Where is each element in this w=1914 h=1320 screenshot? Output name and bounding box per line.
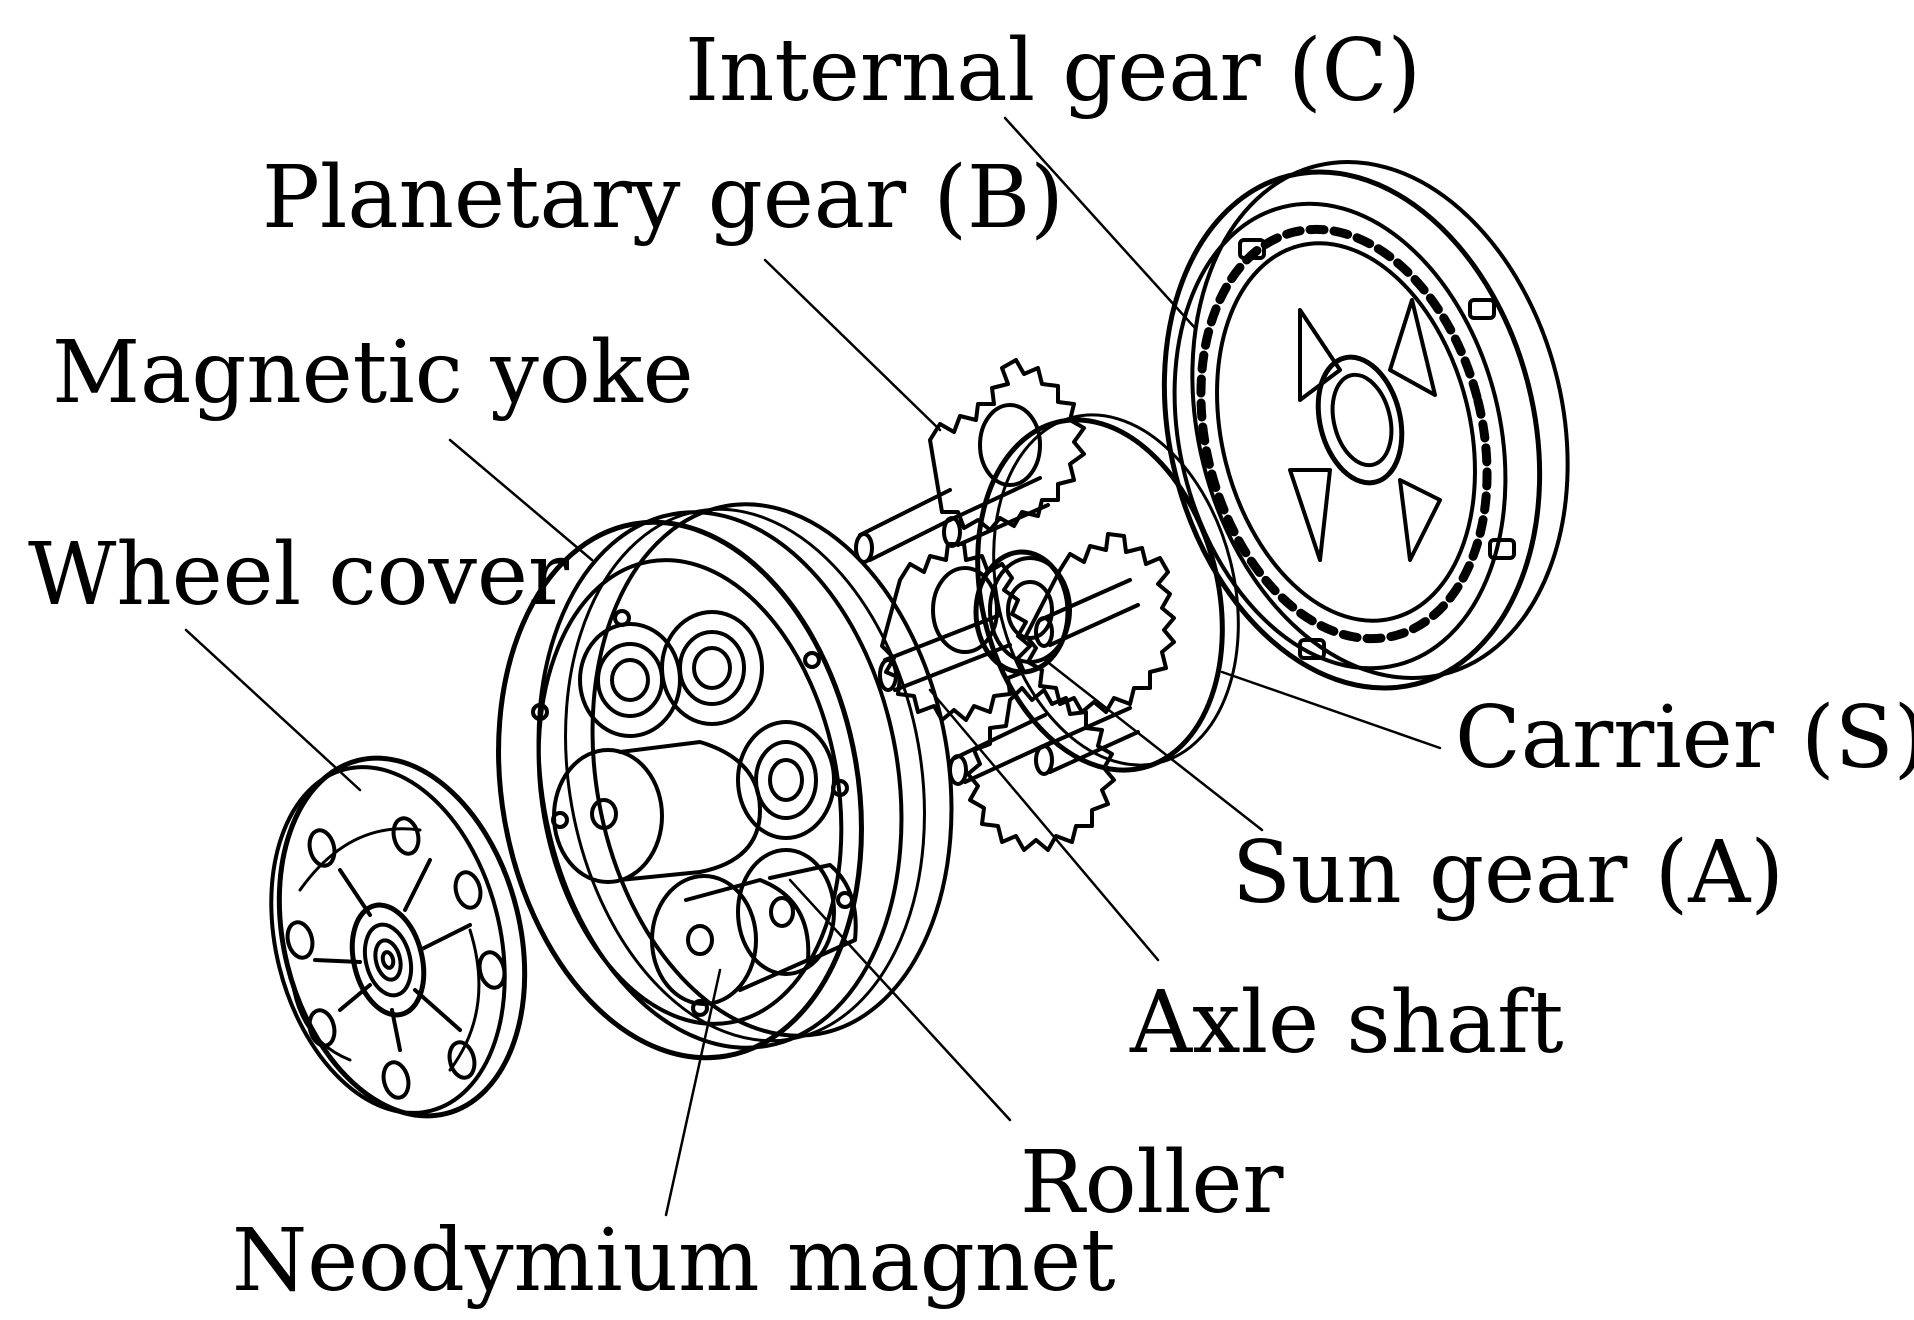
label-magnetic-yoke: Magnetic yoke xyxy=(52,323,694,423)
wheel-cover xyxy=(269,755,528,1119)
planetary-gears xyxy=(880,358,1176,852)
neodymium-magnet xyxy=(552,740,762,884)
planetary-gear-right xyxy=(1024,532,1176,714)
internal-gear xyxy=(1161,159,1570,691)
label-sun-gear: Sun gear (A) xyxy=(1232,823,1784,923)
roller-bottom-right xyxy=(736,848,858,976)
leader-planetary-gear xyxy=(763,258,942,432)
label-roller: Roller xyxy=(1020,1133,1284,1233)
label-internal-gear: Internal gear (C) xyxy=(685,21,1421,121)
leader-axle-shaft xyxy=(928,688,1160,962)
label-wheel-cover: Wheel cover xyxy=(28,525,569,625)
label-axle-shaft: Axle shaft xyxy=(1130,973,1564,1073)
leader-magnetic-yoke xyxy=(448,438,594,562)
sun-gear xyxy=(973,549,1071,675)
leader-wheel-cover xyxy=(184,628,362,792)
label-neodymium-magnet: Neodymium magnet xyxy=(232,1211,1116,1311)
label-carrier: Carrier (S) xyxy=(1455,688,1914,788)
leader-sun-gear xyxy=(1043,658,1264,832)
leader-internal-gear xyxy=(1003,116,1197,330)
magnetic-yoke xyxy=(496,502,954,1061)
planetary-gear-top xyxy=(928,358,1086,532)
planetary-gear-left xyxy=(880,542,1032,722)
label-planetary-gear: Planetary gear (B) xyxy=(262,148,1064,248)
leader-lines xyxy=(184,116,1442,1217)
roller-mid-right xyxy=(736,720,836,840)
roller-bottom-left xyxy=(650,874,811,1006)
leader-neodymium-magnet xyxy=(664,968,722,1217)
leader-carrier xyxy=(1220,670,1442,750)
roller-top-right xyxy=(660,610,764,726)
rollers xyxy=(552,610,858,1006)
leader-roller xyxy=(788,878,1012,1122)
planetary-gear-bottom xyxy=(966,686,1116,852)
